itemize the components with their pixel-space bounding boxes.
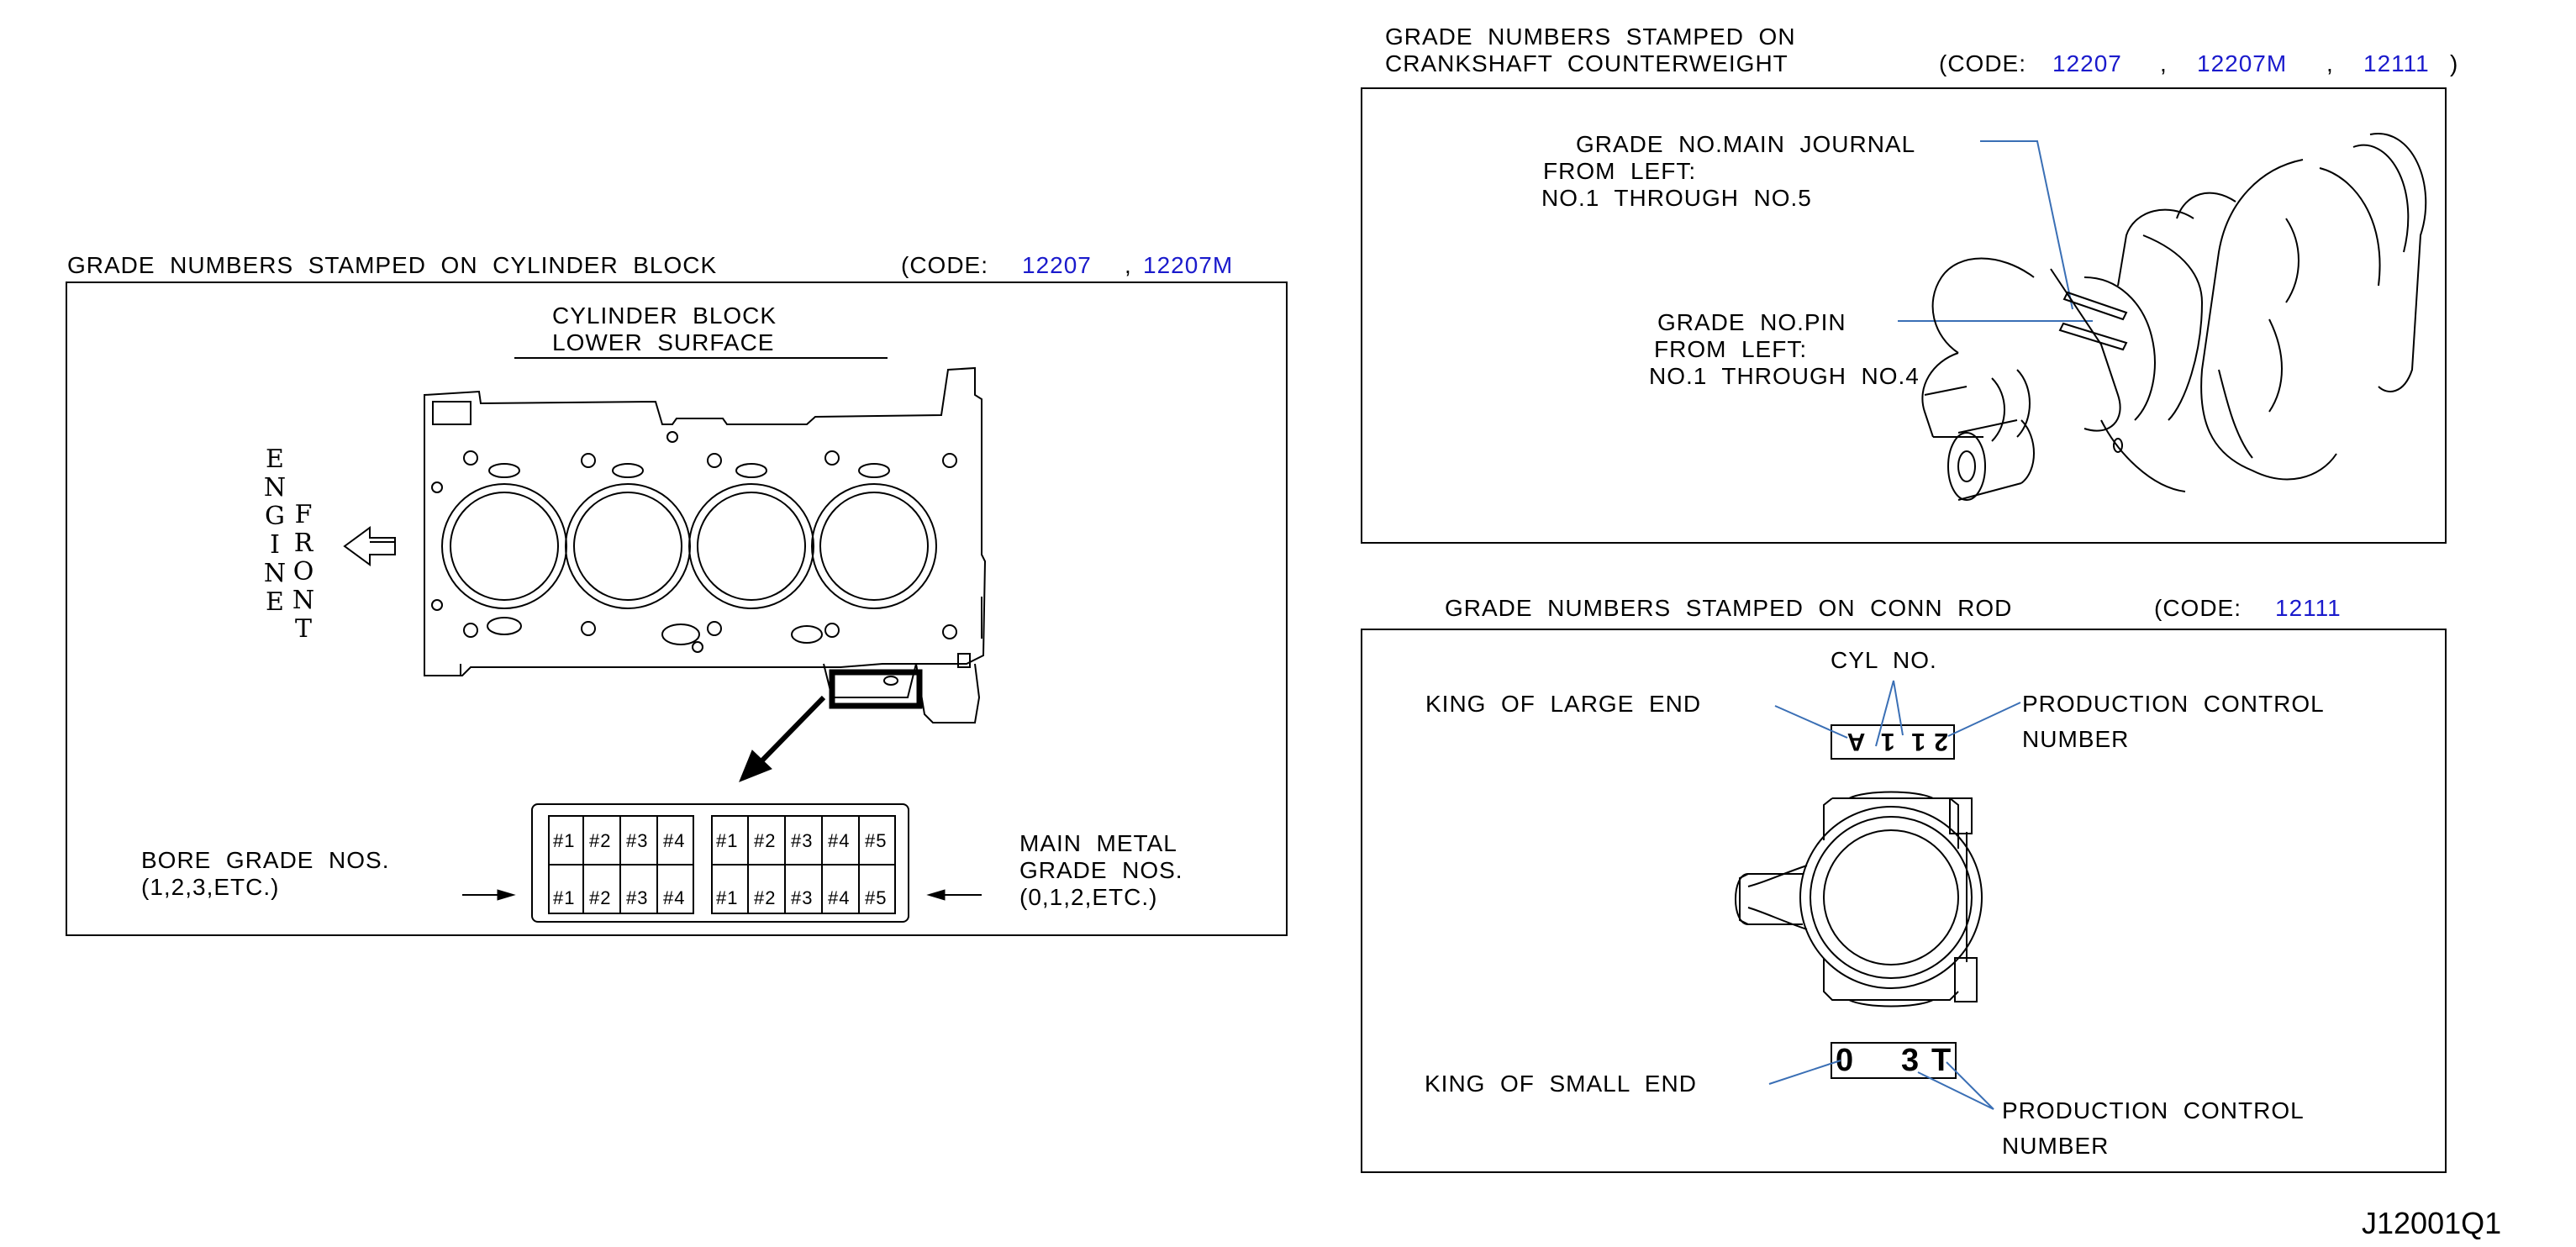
bore-cell-bottom-2: #2 — [589, 887, 612, 908]
bore-cell-top-1: #1 — [553, 830, 576, 851]
small-end-stamp-t: T — [1931, 1043, 1952, 1078]
main-cell-top-3: #3 — [791, 830, 814, 851]
production-control-label-2-line1: PRODUCTION CONTROL — [2002, 1097, 2305, 1123]
bore-cell-top-4: #4 — [663, 830, 686, 851]
cyl-no-label: CYL NO. — [1831, 647, 1937, 673]
bore-cell-top-2: #2 — [589, 830, 612, 851]
crankshaft-panel — [1361, 87, 2447, 544]
bore-cell-bottom-3: #3 — [626, 887, 649, 908]
crankshaft-title-line2: CRANKSHAFT COUNTERWEIGHT — [1385, 50, 1788, 76]
conn-rod-code-12111[interactable]: 12111 — [2275, 595, 2342, 621]
main-cell-top-4: #4 — [828, 830, 851, 851]
conn-rod-title: GRADE NUMBERS STAMPED ON CONN ROD — [1445, 595, 2013, 621]
cylinder-block-title: GRADE NUMBERS STAMPED ON CYLINDER BLOCK — [67, 252, 718, 278]
main-metal-label-line3: (0,1,2,ETC.) — [1019, 884, 1158, 910]
bore-grade-label-line2: (1,2,3,ETC.) — [141, 874, 280, 900]
crankshaft-code-suffix: ) — [2450, 50, 2459, 76]
crankshaft-code-12207[interactable]: 12207 — [2052, 50, 2122, 76]
pin-grade-label-line2: FROM LEFT: — [1654, 336, 1808, 362]
main-cell-top-2: #2 — [754, 830, 777, 851]
crankshaft-code-separator-1: , — [2160, 50, 2168, 76]
engine-vertical-label: E N G I N E — [263, 445, 287, 617]
cylinder-block-code-prefix: (CODE: — [901, 252, 988, 278]
main-journal-label-line1: GRADE NO.MAIN JOURNAL — [1576, 131, 1916, 157]
small-end-stamp-3: 3 — [1901, 1043, 1920, 1078]
main-cell-bottom-5: #5 — [865, 887, 888, 908]
crankshaft-code-12111[interactable]: 12111 — [2363, 50, 2430, 76]
crankshaft-code-separator-2: , — [2326, 50, 2334, 76]
bore-cell-bottom-1: #1 — [553, 887, 576, 908]
production-control-label-1-line1: PRODUCTION CONTROL — [2022, 691, 2325, 717]
main-cell-top-1: #1 — [716, 830, 739, 851]
pin-grade-label-line1: GRADE NO.PIN — [1657, 309, 1846, 335]
crankshaft-code-prefix: (CODE: — [1939, 50, 2026, 76]
grade-number-plate — [531, 803, 909, 923]
main-cell-top-5: #5 — [865, 830, 888, 851]
main-metal-label-line2: GRADE NOS. — [1019, 857, 1183, 883]
main-journal-label-line2: FROM LEFT: — [1543, 158, 1697, 184]
large-end-stamp: 2 1 1 A — [1846, 728, 1948, 755]
cylinder-block-code-12207[interactable]: 12207 — [1022, 252, 1092, 278]
main-cell-bottom-2: #2 — [754, 887, 777, 908]
main-cell-bottom-1: #1 — [716, 887, 739, 908]
crankshaft-title-line1: GRADE NUMBERS STAMPED ON — [1385, 24, 1796, 50]
figure-id: J12001Q1 — [2362, 1206, 2502, 1240]
bore-cell-top-3: #3 — [626, 830, 649, 851]
conn-rod-code-prefix: (CODE: — [2154, 595, 2241, 621]
main-metal-label-line1: MAIN METAL — [1019, 830, 1177, 856]
main-cell-bottom-4: #4 — [828, 887, 851, 908]
cylinder-block-lower-surface-line1: CYLINDER BLOCK — [552, 303, 777, 329]
cylinder-block-panel — [66, 281, 1288, 936]
production-control-label-2-line2: NUMBER — [2002, 1133, 2110, 1159]
cylinder-block-lower-surface-line2: LOWER SURFACE — [552, 329, 775, 355]
main-journal-label-line3: NO.1 THROUGH NO.5 — [1541, 185, 1812, 211]
bore-grade-label-line1: BORE GRADE NOS. — [141, 847, 390, 873]
king-small-end-label: KING OF SMALL END — [1425, 1071, 1697, 1097]
conn-rod-panel — [1361, 629, 2447, 1173]
cylinder-block-code-12207m[interactable]: 12207M — [1143, 252, 1234, 278]
front-vertical-label: F R O N T — [292, 500, 315, 644]
king-large-end-label: KING OF LARGE END — [1425, 691, 1702, 717]
pin-grade-label-line3: NO.1 THROUGH NO.4 — [1649, 363, 1920, 389]
crankshaft-code-12207m[interactable]: 12207M — [2197, 50, 2288, 76]
cylinder-block-code-separator: , — [1125, 252, 1132, 278]
main-cell-bottom-3: #3 — [791, 887, 814, 908]
bore-cell-bottom-4: #4 — [663, 887, 686, 908]
production-control-label-1-line2: NUMBER — [2022, 726, 2130, 752]
small-end-stamp-0: 0 — [1836, 1043, 1855, 1078]
